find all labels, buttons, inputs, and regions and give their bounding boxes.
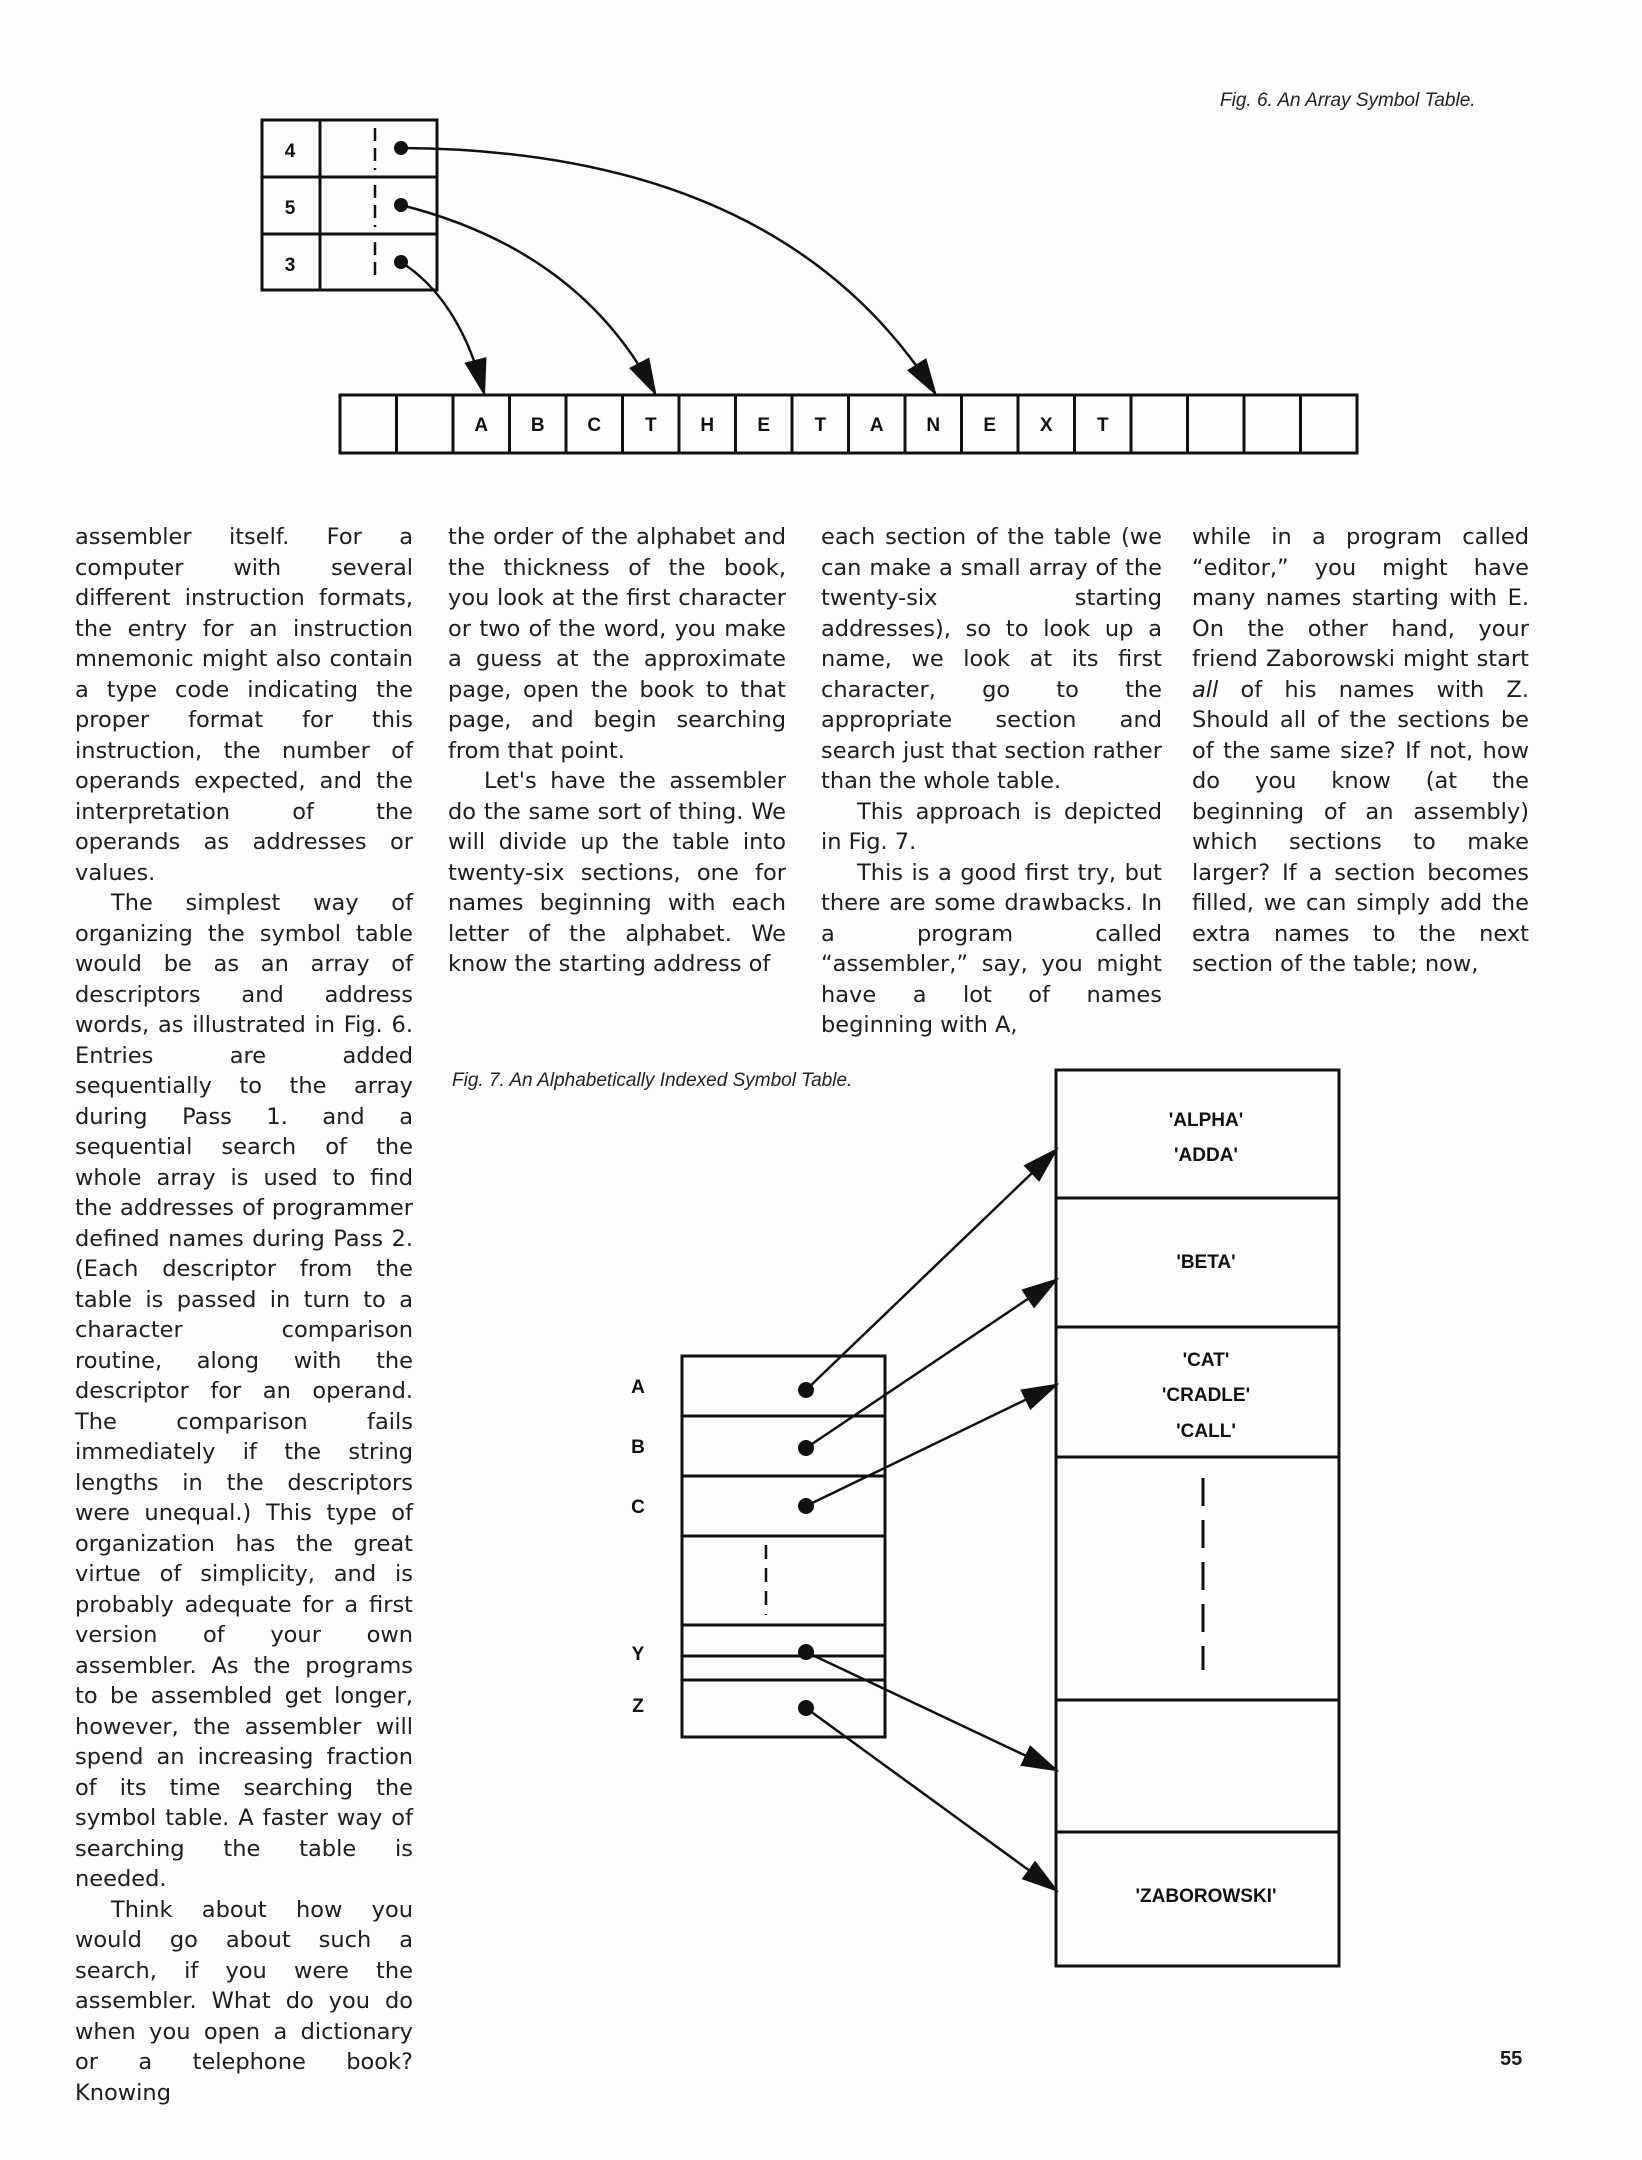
fig7-caption: Fig. 7. An Alphabetically Indexed Symbol… <box>452 1070 853 1091</box>
paragraph-part: of his names with Z. Should all of the s… <box>1192 676 1529 978</box>
paragraph: Let's have the assembler do the same sor… <box>448 768 786 977</box>
string-cell: H <box>700 415 714 436</box>
fig7-entry: 'ALPHA' <box>1169 1110 1243 1131</box>
fig7-index-label: Y <box>632 1644 645 1665</box>
fig6-pointer-arrows <box>394 141 938 397</box>
string-cell: A <box>870 415 884 436</box>
fig7-entry: 'CRADLE' <box>1162 1385 1250 1406</box>
text-column-2: the order of the alphabet and the thickn… <box>448 522 786 980</box>
string-cell: X <box>1040 415 1053 436</box>
string-cell: N <box>926 415 940 436</box>
fig7-index-label: Z <box>632 1696 644 1717</box>
paragraph: Think about how you would go about such … <box>75 1896 413 2106</box>
text-column-4: while in a program called “editor,” you … <box>1192 522 1529 980</box>
fig7-entry: 'CALL' <box>1176 1421 1236 1442</box>
fig6-descriptor-array <box>260 118 439 292</box>
string-cell: E <box>757 415 770 436</box>
fig7-index-array <box>680 1354 887 1739</box>
text-column-1: assembler itself. For a computer with se… <box>75 522 413 2108</box>
fig7-entry: 'BETA' <box>1176 1252 1235 1273</box>
paragraph: while in a program called “editor,” you … <box>1192 522 1529 980</box>
paragraph: This is a good first try, but there are … <box>821 859 1162 1039</box>
fig7-entry: 'CAT' <box>1183 1350 1230 1371</box>
string-cell: B <box>531 415 545 436</box>
string-cell: C <box>587 415 601 436</box>
fig7-entry: 'ZABOROWSKI' <box>1136 1886 1277 1907</box>
paragraph: the order of the alphabet and the thickn… <box>448 524 786 764</box>
fig7-index-label: B <box>631 1437 645 1458</box>
fig6-length-cell: 4 <box>285 141 296 162</box>
text-column-3: each section of the table (we can make a… <box>821 522 1162 1041</box>
paragraph: The simplest way of organizing the symbo… <box>75 890 413 1892</box>
string-cell: T <box>814 415 826 436</box>
string-cell: A <box>474 415 488 436</box>
fig7-index-label: C <box>631 1497 645 1518</box>
fig6-length-cell: 3 <box>285 255 296 276</box>
fig7-entry: 'ADDA' <box>1174 1145 1238 1166</box>
emphasis: all <box>1192 676 1219 703</box>
paragraph: assembler itself. For a computer with se… <box>75 524 413 886</box>
fig7-pointer-arrows <box>798 1147 1060 1893</box>
page-number: 55 <box>1500 2048 1523 2070</box>
paragraph-part: while in a program called “editor,” you … <box>1192 524 1529 672</box>
string-cell: E <box>983 415 996 436</box>
string-cell: T <box>1097 415 1109 436</box>
paragraph: each section of the table (we can make a… <box>821 524 1162 794</box>
fig6-length-cell: 5 <box>285 198 296 219</box>
fig7-symbol-table <box>1054 1068 1341 1968</box>
paragraph: This approach is depicted in Fig. 7. <box>821 798 1162 856</box>
string-cell: T <box>645 415 657 436</box>
fig6-caption: Fig. 6. An Array Symbol Table. <box>1220 90 1476 111</box>
fig7-index-label: A <box>631 1377 645 1398</box>
